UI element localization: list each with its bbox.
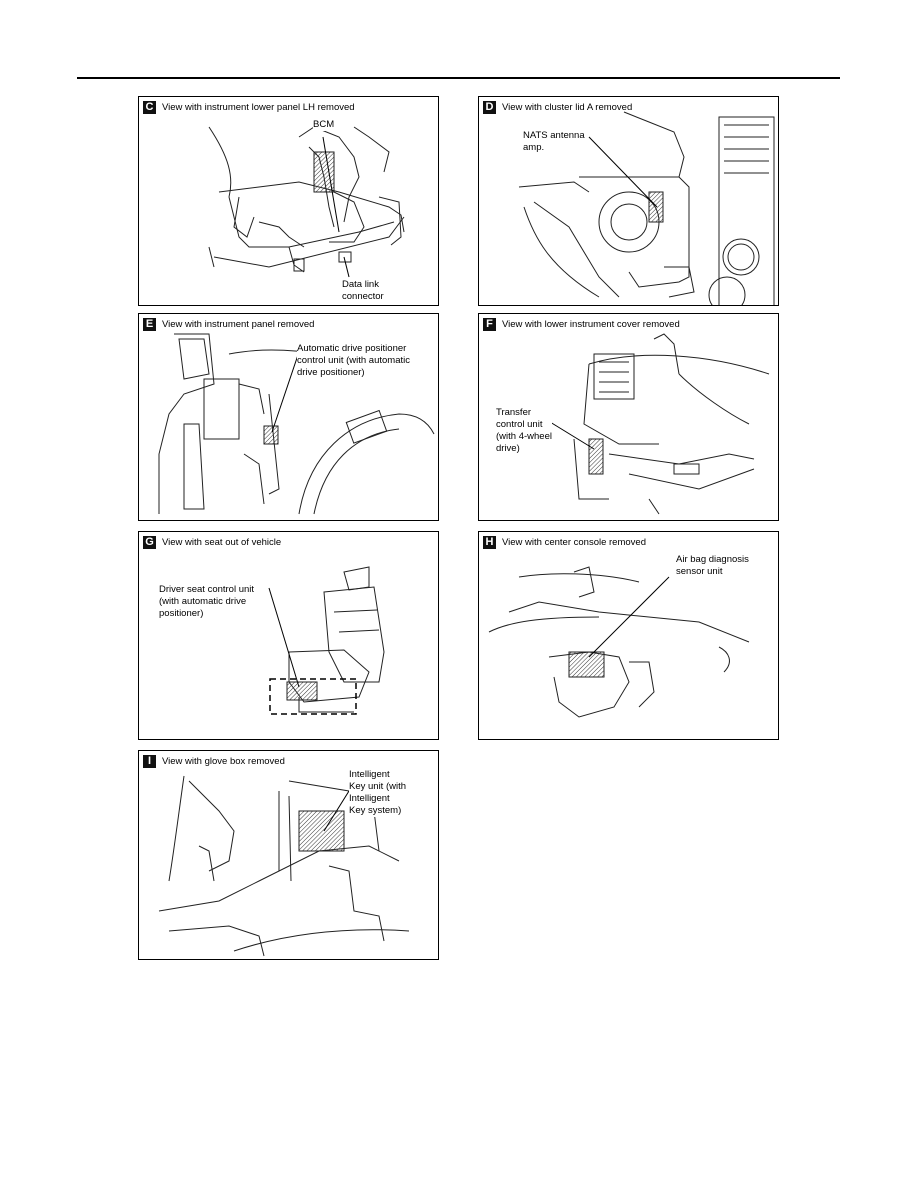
panel-title: View with glove box removed bbox=[162, 755, 285, 767]
lower-cover-illustration bbox=[479, 314, 779, 521]
panel-d-nats: D View with cluster lid A removed NATS a… bbox=[478, 96, 779, 306]
panel-title: View with center console removed bbox=[502, 536, 646, 548]
panel-g-seat: G View with seat out of vehicle Driver s… bbox=[138, 531, 439, 740]
center-console-illustration bbox=[479, 532, 779, 740]
panel-title: View with seat out of vehicle bbox=[162, 536, 282, 548]
panel-title: View with instrument lower panel LH remo… bbox=[162, 101, 355, 113]
panel-h-airbag: H View with center console removed Air b… bbox=[478, 531, 779, 740]
header-rule bbox=[77, 77, 840, 79]
cluster-illustration bbox=[479, 97, 779, 306]
panel-header: E View with instrument panel removed bbox=[143, 318, 314, 331]
panel-title: View with lower instrument cover removed bbox=[502, 318, 680, 330]
panel-header: D View with cluster lid A removed bbox=[483, 101, 632, 114]
panel-letter-badge: I bbox=[143, 755, 156, 768]
panel-header: C View with instrument lower panel LH re… bbox=[143, 101, 355, 114]
panel-header: I View with glove box removed bbox=[143, 755, 285, 768]
panel-letter-badge: C bbox=[143, 101, 156, 114]
data-link-connector-label: Data link connector bbox=[342, 279, 384, 303]
panel-letter-badge: H bbox=[483, 536, 496, 549]
panel-letter-badge: F bbox=[483, 318, 496, 331]
glove-box-area-illustration bbox=[139, 751, 439, 960]
panel-header: F View with lower instrument cover remov… bbox=[483, 318, 680, 331]
dashboard-lower-illustration bbox=[139, 97, 439, 306]
panel-letter-badge: D bbox=[483, 101, 496, 114]
adp-control-unit-label: Automatic drive positioner control unit … bbox=[297, 343, 410, 379]
driver-seat-control-unit-label: Driver seat control unit (with automatic… bbox=[159, 584, 255, 620]
panel-e-adp: E View with instrument panel removed Aut… bbox=[138, 313, 439, 521]
panel-c-bcm: C View with instrument lower panel LH re… bbox=[138, 96, 439, 306]
driver-seat-illustration bbox=[139, 532, 439, 740]
bcm-label: BCM bbox=[313, 119, 335, 131]
panel-header: H View with center console removed bbox=[483, 536, 646, 549]
panel-title: View with instrument panel removed bbox=[162, 318, 315, 330]
instrument-panel-illustration bbox=[139, 314, 439, 521]
airbag-diagnosis-sensor-unit-label: Air bag diagnosis sensor unit bbox=[676, 554, 749, 578]
panel-f-transfer: F View with lower instrument cover remov… bbox=[478, 313, 779, 521]
panel-letter-badge: G bbox=[143, 536, 156, 549]
nats-antenna-amp-label: NATS antenna amp. bbox=[523, 130, 585, 154]
panel-letter-badge: E bbox=[143, 318, 156, 331]
panel-i-intelligent-key: I View with glove box removed Intelligen… bbox=[138, 750, 439, 960]
transfer-control-unit-label: Transfer control unit (with 4-wheel driv… bbox=[496, 407, 552, 455]
panel-title: View with cluster lid A removed bbox=[502, 101, 633, 113]
intelligent-key-unit-label: Intelligent Key unit (with Intelligent K… bbox=[349, 769, 407, 817]
panel-header: G View with seat out of vehicle bbox=[143, 536, 281, 549]
